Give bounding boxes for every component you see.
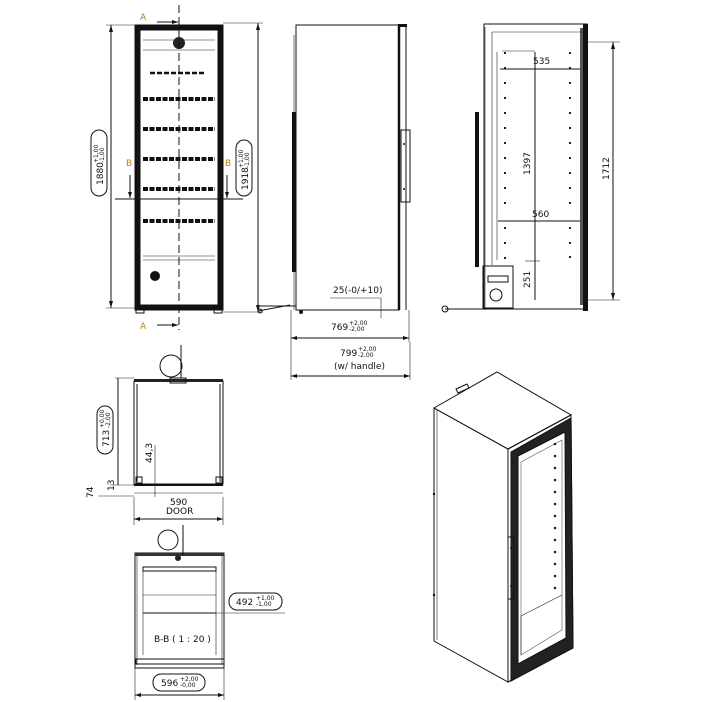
tol-minus: -1,00 bbox=[99, 147, 106, 163]
dim-outer-width-b: 596 bbox=[161, 679, 178, 689]
dim-gap: 13 bbox=[107, 480, 117, 491]
tol-plus: +2,00 bbox=[180, 676, 199, 683]
top-view bbox=[98, 345, 224, 525]
tol-plus: +2,00 bbox=[358, 346, 377, 353]
dim-door-thickness: 74 bbox=[86, 486, 96, 498]
dim-inner-height: 1397 bbox=[523, 152, 533, 175]
section-a-view bbox=[441, 23, 620, 313]
tol-minus: -1,00 bbox=[256, 601, 272, 608]
tol-plus: +1,00 bbox=[256, 595, 275, 602]
dim-depth-with-handle: 799 bbox=[340, 349, 357, 359]
side-view bbox=[260, 24, 411, 380]
dimension-pill-596 bbox=[152, 673, 206, 692]
dim-door-width: 590 bbox=[170, 498, 187, 508]
dimension-pill-1918 bbox=[235, 139, 253, 197]
dim-height-overall: 1880 bbox=[96, 162, 106, 185]
tol-plus: +2,00 bbox=[349, 320, 368, 327]
section-marker-b-right: B bbox=[225, 159, 231, 169]
dim-bottom-height: 251 bbox=[523, 271, 533, 288]
section-b-view bbox=[134, 525, 285, 700]
tol-minus: -2,00 bbox=[105, 412, 112, 428]
dim-door-depth: 713 bbox=[102, 430, 112, 447]
dimension-pill-1880 bbox=[90, 129, 108, 197]
dim-depth: 769 bbox=[331, 323, 348, 333]
dim-height-with-feet: 1918 bbox=[241, 167, 251, 190]
dim-foot-adjust: 25(-0/+10) bbox=[333, 286, 382, 296]
tol-minus: -0,00 bbox=[180, 682, 196, 689]
section-marker-a-bottom: A bbox=[140, 322, 147, 332]
tol-minus: -1,00 bbox=[244, 152, 251, 168]
dim-offset: 44,3 bbox=[145, 443, 155, 463]
section-marker-b-left: B bbox=[126, 159, 132, 169]
section-marker-a-top: A bbox=[140, 13, 147, 23]
dimension-pill-492 bbox=[228, 592, 283, 611]
dim-total-inner-height: 1712 bbox=[602, 157, 612, 180]
door-label: DOOR bbox=[166, 507, 193, 517]
dimension-pill-713 bbox=[96, 405, 114, 455]
front-view bbox=[106, 5, 291, 330]
tol-plus: +0,00 bbox=[99, 409, 106, 428]
dim-inner-width: 560 bbox=[532, 210, 549, 220]
dim-inner-width-b: 492 bbox=[236, 598, 253, 608]
tol-minus: -2,00 bbox=[349, 326, 365, 333]
dim-top-width: 535 bbox=[533, 57, 550, 67]
isometric-view bbox=[432, 371, 574, 683]
section-b-title: B-B ( 1 : 20 ) bbox=[154, 635, 211, 645]
tol-plus: +1,00 bbox=[93, 144, 100, 163]
tol-minus: -2,00 bbox=[358, 352, 374, 359]
handle-note: (w/ handle) bbox=[334, 362, 385, 372]
tol-plus: +1,00 bbox=[238, 149, 245, 168]
